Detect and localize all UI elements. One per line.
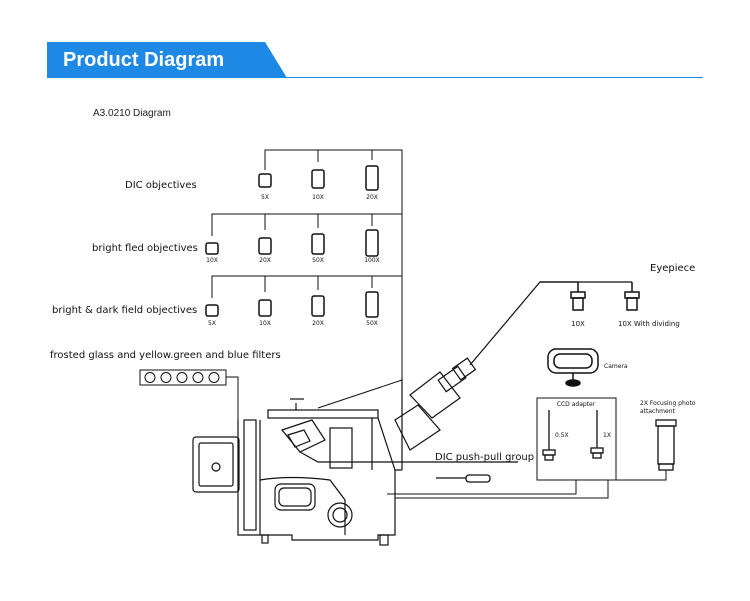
dic-push-pull-label: DIC push-pull group [435, 452, 534, 463]
bright-objective-10x [205, 242, 219, 255]
bd-objective-5x [205, 304, 219, 317]
bright-objective-20x [258, 237, 272, 255]
ccd-option-label: 0.5X [555, 432, 569, 439]
dic-mag-label: 5X [261, 194, 269, 201]
focusing-attachment-label: attachment [640, 408, 675, 415]
bd-objective-20x [311, 295, 325, 317]
bd-mag-label: 10X [259, 320, 271, 327]
ccd-option-label: 1X [603, 432, 611, 439]
eyepiece-label: Eyepiece [650, 263, 695, 274]
header-banner: Product Diagram [47, 42, 287, 78]
bd-objective-50x [365, 291, 379, 318]
focusing-attachment-label: 2X Focusing photo [640, 400, 696, 407]
header-divider [47, 77, 703, 78]
bd-mag-label: 50X [366, 320, 378, 327]
accessory-connector-lines [387, 470, 667, 499]
dic-mag-label: 10X [312, 194, 324, 201]
eyepiece-10x [570, 282, 586, 311]
bd-objective-10x [258, 299, 272, 317]
page-title: Product Diagram [63, 49, 225, 71]
bright-field-objectives-label: bright fled objectives [92, 243, 198, 254]
bd-mag-label: 20X [312, 320, 324, 327]
eyepiece-10x-dividing [624, 282, 640, 311]
bright-dark-field-objectives-label: bright & dark field objectives [52, 305, 197, 316]
bright-mag-label: 50X [312, 257, 324, 264]
dic-objective-20x [365, 165, 379, 191]
dic-objective-10x [311, 169, 325, 189]
ccd-adapter-1x [590, 410, 604, 459]
filters-label: frosted glass and yellow.green and blue … [50, 350, 281, 361]
dic-objectives-label: DIC objectives [125, 180, 197, 191]
ccd-adapter-05x [542, 410, 556, 461]
bright-objective-100x [365, 229, 379, 257]
model-label: A3.0210 Diagram [93, 108, 171, 119]
bright-objective-50x [311, 233, 325, 255]
header-banner-shape [47, 42, 287, 78]
filter-slider [139, 369, 239, 450]
ccd-adapter-label: CCD adapter [557, 401, 596, 408]
bright-mag-label: 100X [364, 257, 380, 264]
bright-mag-label: 10X [206, 257, 218, 264]
dic-mag-label: 20X [366, 194, 378, 201]
bd-mag-label: 5X [208, 320, 216, 327]
dic-push-pull-slider [430, 461, 518, 483]
microscope-illustration [192, 281, 632, 546]
camera-label: Camera [604, 363, 628, 370]
camera-illustration [547, 348, 599, 387]
eyepiece-option-label: 10X [571, 320, 585, 328]
dic-objective-5x [258, 173, 272, 188]
bright-mag-label: 20X [259, 257, 271, 264]
eyepiece-option-label: 10X With dividing [618, 320, 680, 328]
focusing-attachment-illustration [655, 419, 677, 471]
objective-tree-lines [211, 149, 403, 409]
